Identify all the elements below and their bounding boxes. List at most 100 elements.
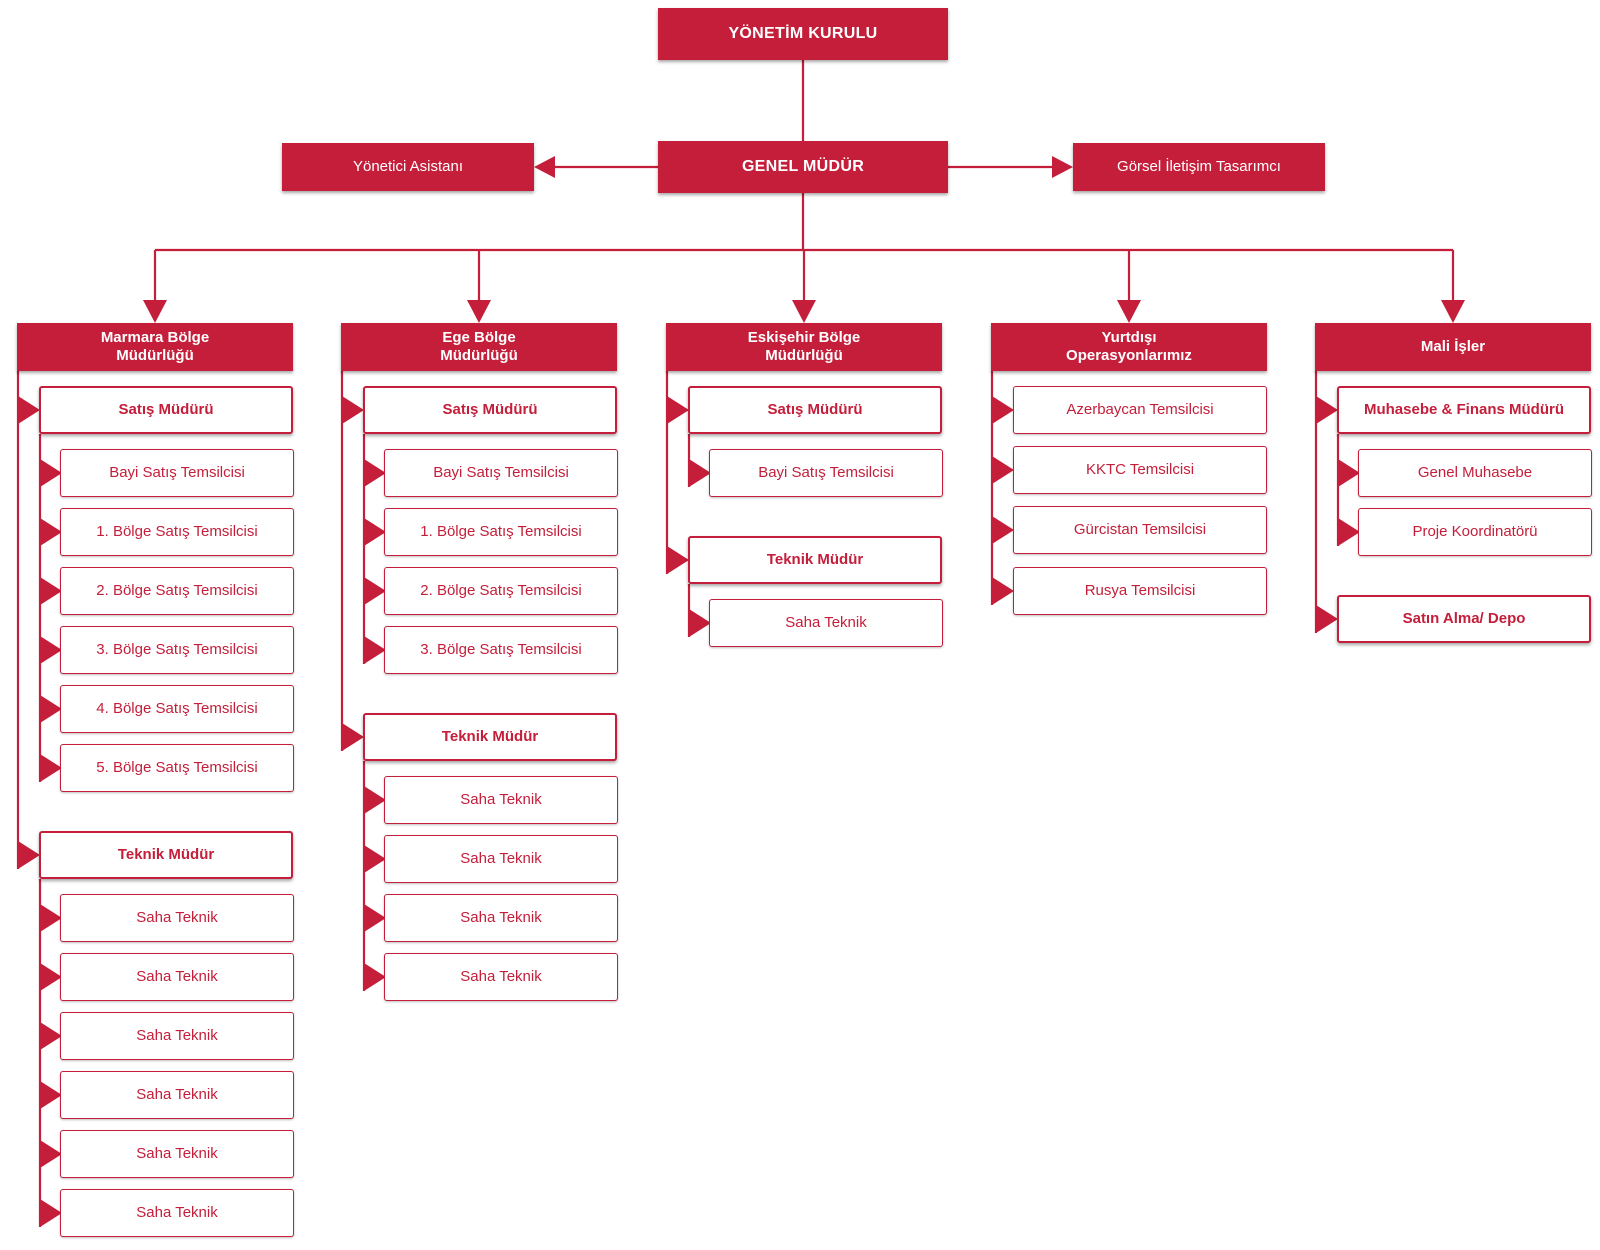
item-box-label: Saha Teknik — [136, 1027, 218, 1044]
item-marker — [1338, 518, 1360, 546]
general-manager-label: GENEL MÜDÜR — [741, 158, 865, 175]
assistant-label: Yönetici Asistanı — [352, 158, 464, 175]
item-marker — [40, 695, 62, 723]
item-marker — [40, 754, 62, 782]
manager-box-label: Muhasebe & Finans Müdürü — [1363, 401, 1564, 418]
item-box-label: Saha Teknik — [460, 850, 542, 867]
manager-box: Teknik Müdür — [363, 713, 617, 761]
item-box: 2. Bölge Satış Temsilcisi — [384, 567, 618, 615]
item-box: Saha Teknik — [60, 894, 294, 942]
item-box-label: Saha Teknik — [460, 791, 542, 808]
manager-box: Muhasebe & Finans Müdürü — [1337, 386, 1591, 434]
item-marker — [364, 459, 386, 487]
item-box-label: 1. Bölge Satış Temsilcisi — [420, 523, 582, 540]
item-marker — [364, 904, 386, 932]
manager-marker — [342, 723, 364, 751]
dept-title-line: Müdürlüğü — [765, 347, 843, 364]
dept-title-line: Müdürlüğü — [440, 347, 518, 364]
member-marker — [992, 577, 1014, 605]
manager-box-label: Satış Müdürü — [118, 401, 214, 418]
item-box-label: Bayi Satış Temsilcisi — [109, 464, 245, 481]
item-box-label: 2. Bölge Satış Temsilcisi — [96, 582, 258, 599]
item-marker — [40, 963, 62, 991]
manager-box: Satış Müdürü — [39, 386, 293, 434]
item-box: Bayi Satış Temsilcisi — [60, 449, 294, 497]
board-label: YÖNETİM KURULU — [728, 25, 878, 42]
dept-title-line: Müdürlüğü — [116, 347, 194, 364]
member-box: KKTC Temsilcisi — [1013, 446, 1267, 494]
manager-box-label: Satış Müdürü — [767, 401, 863, 418]
item-box-label: Saha Teknik — [136, 909, 218, 926]
dept-title-line: Eskişehir Bölge — [747, 329, 861, 346]
manager-box: Satış Müdürü — [688, 386, 942, 434]
item-marker — [40, 1199, 62, 1227]
manager-box-label: Satış Müdürü — [442, 401, 538, 418]
item-box-label: 3. Bölge Satış Temsilcisi — [420, 641, 582, 658]
item-box-label: Saha Teknik — [136, 1204, 218, 1221]
manager-marker — [18, 396, 40, 424]
item-marker — [40, 518, 62, 546]
manager-marker — [667, 546, 689, 574]
dept-title-line: Ege Bölge — [442, 329, 516, 346]
item-box: Genel Muhasebe — [1358, 449, 1592, 497]
item-marker — [40, 1081, 62, 1109]
general-manager-box: GENEL MÜDÜR — [658, 141, 948, 193]
manager-box-label: Satın Alma/ Depo — [1402, 610, 1526, 627]
item-box-label: Proje Koordinatörü — [1412, 523, 1538, 540]
arrow-to-designer — [1052, 156, 1073, 178]
manager-box: Satın Alma/ Depo — [1337, 595, 1591, 643]
manager-box-label: Teknik Müdür — [766, 551, 864, 568]
item-box: 5. Bölge Satış Temsilcisi — [60, 744, 294, 792]
dept-arrow — [1117, 300, 1141, 323]
item-box: Saha Teknik — [709, 599, 943, 647]
item-box-label: Saha Teknik — [136, 968, 218, 985]
item-box: 3. Bölge Satış Temsilcisi — [60, 626, 294, 674]
dept-arrow — [1441, 300, 1465, 323]
member-box-label: KKTC Temsilcisi — [1085, 461, 1195, 478]
item-box-label: Bayi Satış Temsilcisi — [758, 464, 894, 481]
item-marker — [40, 459, 62, 487]
arrow-to-assistant — [534, 156, 555, 178]
item-box: Saha Teknik — [384, 776, 618, 824]
item-box: Saha Teknik — [384, 894, 618, 942]
member-marker — [992, 396, 1014, 424]
manager-box-label: Teknik Müdür — [441, 728, 539, 745]
item-marker — [364, 577, 386, 605]
dept-title-line: Operasyonlarımız — [1066, 347, 1192, 364]
item-box: Saha Teknik — [384, 953, 618, 1001]
dept-title-line: Yurtdışı — [1101, 329, 1157, 346]
member-marker — [992, 516, 1014, 544]
board-box: YÖNETİM KURULU — [658, 8, 948, 60]
item-marker — [40, 1022, 62, 1050]
item-box-label: Saha Teknik — [460, 968, 542, 985]
member-box: Azerbaycan Temsilcisi — [1013, 386, 1267, 434]
item-marker — [364, 845, 386, 873]
item-box: 4. Bölge Satış Temsilcisi — [60, 685, 294, 733]
manager-box: Teknik Müdür — [688, 536, 942, 584]
item-box: Saha Teknik — [60, 1189, 294, 1237]
item-box-label: Genel Muhasebe — [1417, 464, 1533, 481]
manager-marker — [18, 841, 40, 869]
item-marker — [40, 577, 62, 605]
item-box-label: 3. Bölge Satış Temsilcisi — [96, 641, 258, 658]
item-box: 1. Bölge Satış Temsilcisi — [60, 508, 294, 556]
item-box-label: 1. Bölge Satış Temsilcisi — [96, 523, 258, 540]
assistant-box: Yönetici Asistanı — [282, 143, 534, 191]
item-marker — [40, 1140, 62, 1168]
designer-label: Görsel İletişim Tasarımcı — [1117, 158, 1281, 175]
manager-box: Teknik Müdür — [39, 831, 293, 879]
item-marker — [40, 904, 62, 932]
item-box: 3. Bölge Satış Temsilcisi — [384, 626, 618, 674]
item-marker — [364, 518, 386, 546]
item-box: Saha Teknik — [384, 835, 618, 883]
manager-box: Satış Müdürü — [363, 386, 617, 434]
item-box-label: Saha Teknik — [785, 614, 867, 631]
manager-marker — [1316, 605, 1338, 633]
member-box: Rusya Temsilcisi — [1013, 567, 1267, 615]
manager-box-label: Teknik Müdür — [117, 846, 215, 863]
item-box: 2. Bölge Satış Temsilcisi — [60, 567, 294, 615]
dept-arrow — [143, 300, 167, 323]
